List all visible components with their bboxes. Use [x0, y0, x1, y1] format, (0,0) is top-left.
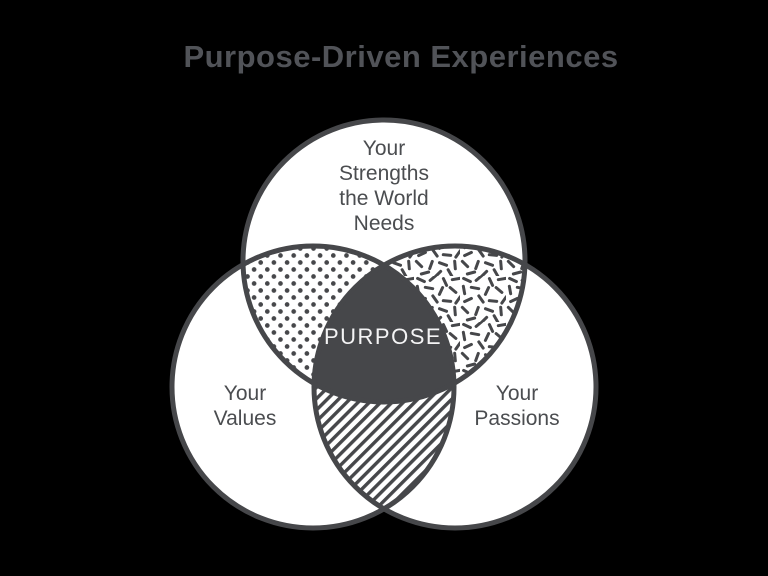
- left-circle-label: Your Values: [214, 381, 277, 431]
- left-circle-label-line: Values: [213, 407, 277, 430]
- purpose-center-shape: [314, 246, 454, 402]
- top-circle-label-line: the World: [339, 187, 429, 210]
- right-circle-label: Your Passions: [474, 381, 559, 431]
- right-circle-label-line: Your: [495, 382, 539, 405]
- top-circle-label-line: Your: [362, 137, 406, 160]
- top-circle-label-line: Needs: [353, 212, 415, 235]
- top-circle-outline: [240, 117, 528, 405]
- right-circle-label-line: Passions: [474, 407, 560, 430]
- top-circle-label: Your Strengths the World Needs: [339, 136, 429, 236]
- page-title: Purpose-Driven Experiences: [183, 39, 619, 74]
- left-circle-label-line: Your: [223, 382, 267, 405]
- top-circle-label-line: Strengths: [339, 162, 429, 185]
- purpose-label: PURPOSE: [323, 324, 443, 349]
- left-circle-outline: [169, 243, 457, 531]
- right-circle-outline: [311, 243, 599, 531]
